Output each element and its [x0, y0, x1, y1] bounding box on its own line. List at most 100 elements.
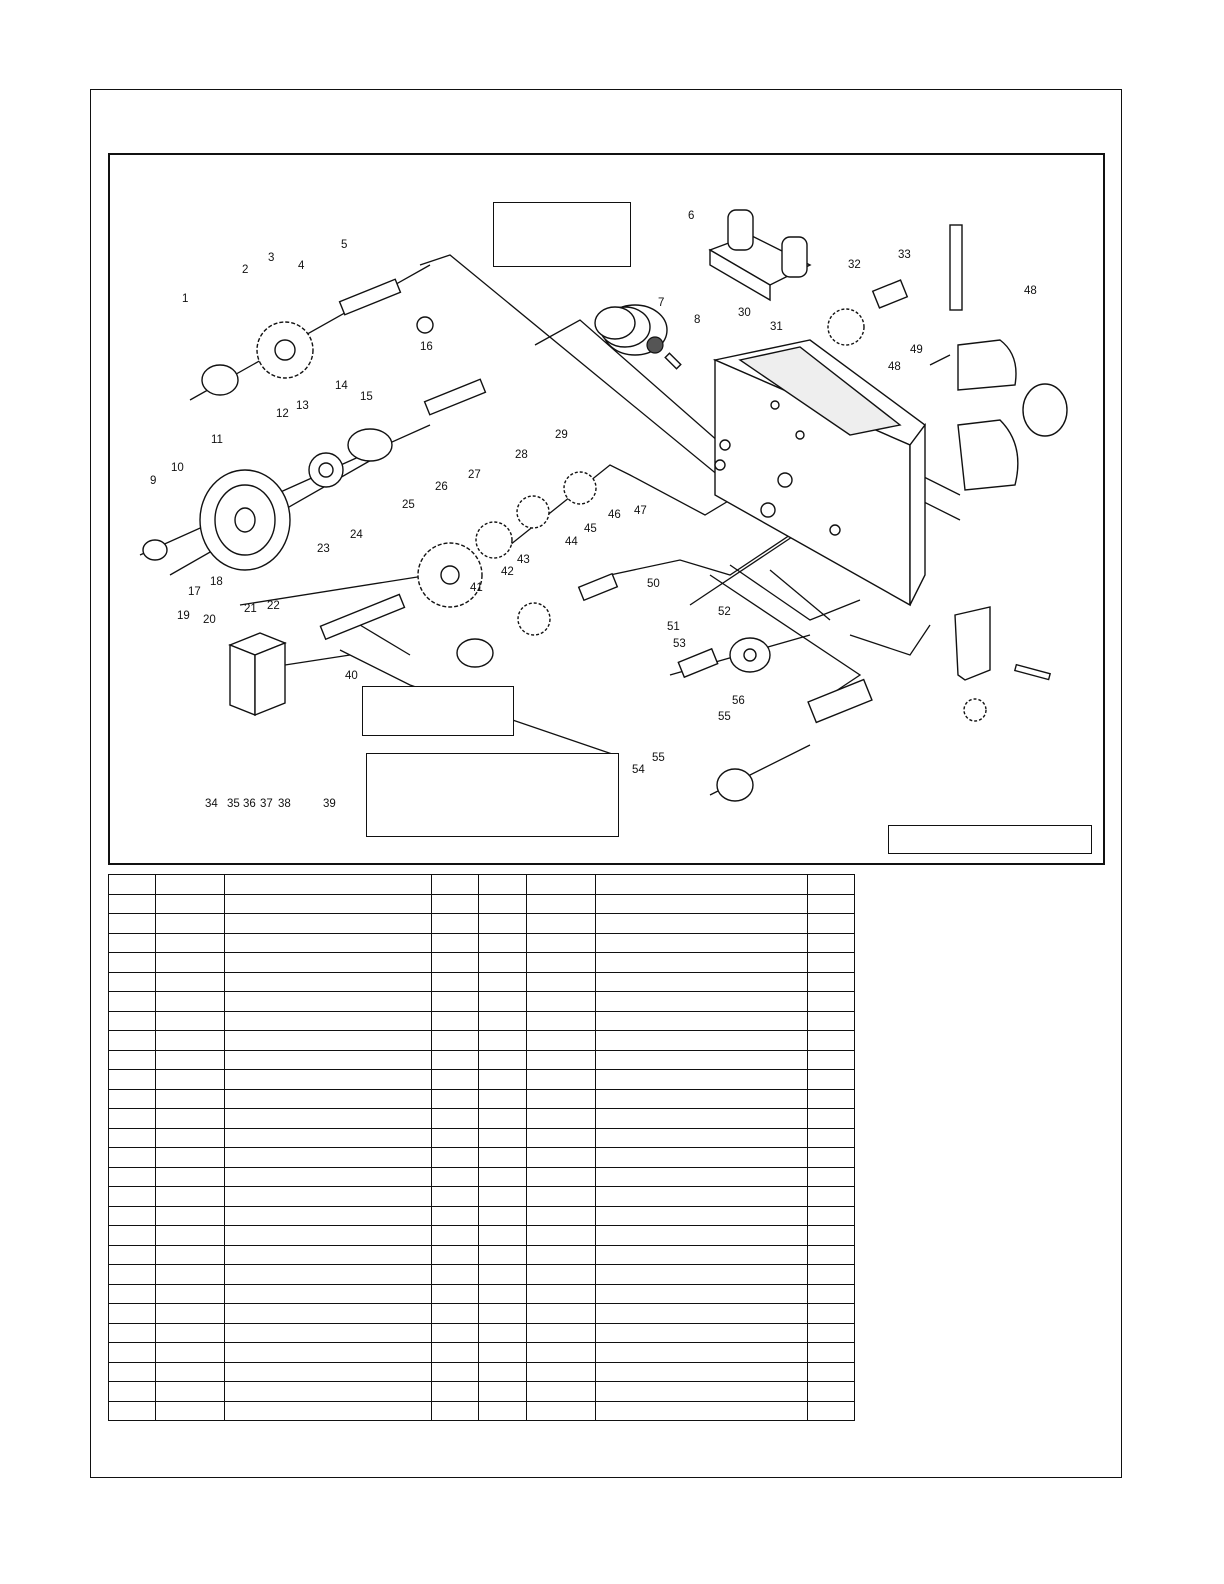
table-row	[108, 991, 855, 1012]
callout-box-bottom	[366, 753, 619, 837]
table-cell	[526, 1205, 596, 1226]
table-cell	[155, 1400, 225, 1421]
svg-text:9: 9	[150, 475, 156, 487]
svg-text:32: 32	[848, 259, 861, 271]
svg-text:46: 46	[608, 509, 621, 521]
svg-text:18: 18	[210, 576, 223, 588]
table-cell	[595, 1127, 808, 1148]
table-cell	[807, 913, 855, 934]
svg-text:56: 56	[732, 695, 745, 707]
table-cell	[595, 1361, 808, 1382]
table-cell	[224, 1342, 432, 1363]
table-cell	[526, 1244, 596, 1265]
hubs-knobs	[142, 316, 771, 802]
table-cell	[807, 893, 855, 914]
table-cell	[431, 952, 479, 973]
worm-gear	[594, 304, 668, 356]
svg-text:42: 42	[501, 566, 514, 578]
table-cell	[155, 1283, 225, 1304]
svg-text:29: 29	[555, 429, 568, 441]
right-parts	[949, 224, 1068, 722]
table-cell	[526, 1322, 596, 1343]
table-cell	[431, 1108, 479, 1129]
svg-text:43: 43	[517, 554, 530, 566]
svg-text:52: 52	[718, 606, 731, 618]
table-cell	[224, 1381, 432, 1402]
table-cell	[478, 932, 527, 953]
svg-text:37: 37	[260, 798, 273, 810]
table-cell	[807, 932, 855, 953]
svg-text:47: 47	[634, 505, 647, 517]
table-cell	[431, 971, 479, 992]
table-cell	[595, 932, 808, 953]
table-cell	[478, 1283, 527, 1304]
svg-text:3: 3	[268, 252, 274, 264]
svg-text:6: 6	[688, 210, 694, 222]
svg-text:17: 17	[188, 586, 201, 598]
table-cell	[155, 1381, 225, 1402]
table-cell	[431, 1147, 479, 1168]
table-cell	[478, 952, 527, 973]
shafts	[319, 278, 909, 724]
svg-text:23: 23	[317, 543, 330, 555]
table-cell	[595, 1147, 808, 1168]
table-cell	[431, 1244, 479, 1265]
table-cell	[431, 1186, 479, 1207]
table-cell	[478, 1381, 527, 1402]
table-cell	[526, 1303, 596, 1324]
table-cell	[108, 1244, 156, 1265]
table-cell	[478, 1205, 527, 1226]
table-cell	[155, 1166, 225, 1187]
table-cell	[108, 1166, 156, 1187]
table-cell	[155, 1361, 225, 1382]
table-row	[108, 874, 855, 895]
table-cell	[108, 932, 156, 953]
svg-text:54: 54	[632, 764, 645, 776]
table-cell	[431, 1361, 479, 1382]
table-cell	[108, 1127, 156, 1148]
table-cell	[595, 1069, 808, 1090]
table-cell	[108, 1147, 156, 1168]
table-cell	[807, 1108, 855, 1129]
table-cell	[108, 1186, 156, 1207]
table-row	[108, 971, 855, 992]
table-row	[108, 1303, 855, 1324]
table-row	[108, 1205, 855, 1226]
svg-text:28: 28	[515, 449, 528, 461]
table-cell	[478, 1264, 527, 1285]
table-cell	[595, 1264, 808, 1285]
table-row	[108, 1400, 855, 1421]
svg-text:44: 44	[565, 536, 578, 548]
table-cell	[431, 1069, 479, 1090]
table-cell	[431, 1322, 479, 1343]
svg-text:14: 14	[335, 380, 348, 392]
table-cell	[595, 991, 808, 1012]
table-cell	[807, 1205, 855, 1226]
table-cell	[155, 1147, 225, 1168]
table-row	[108, 1108, 855, 1129]
svg-text:30: 30	[738, 307, 751, 319]
table-cell	[431, 1010, 479, 1031]
table-cell	[478, 874, 527, 895]
table-cell	[526, 893, 596, 914]
table-cell	[431, 1225, 479, 1246]
svg-text:41: 41	[470, 582, 483, 594]
table-cell	[526, 913, 596, 934]
svg-text:35: 35	[227, 798, 240, 810]
table-row	[108, 1361, 855, 1382]
table-cell	[224, 1322, 432, 1343]
table-cell	[526, 1400, 596, 1421]
svg-text:48: 48	[888, 361, 901, 373]
table-row	[108, 1264, 855, 1285]
table-cell	[155, 1108, 225, 1129]
table-cell	[526, 1030, 596, 1051]
table-cell	[526, 1108, 596, 1129]
table-cell	[155, 913, 225, 934]
table-cell	[595, 1166, 808, 1187]
svg-text:11: 11	[211, 434, 223, 446]
parts-table-body	[108, 874, 855, 1421]
svg-text:48: 48	[1024, 285, 1037, 297]
table-cell	[155, 1322, 225, 1343]
table-cell	[478, 1108, 527, 1129]
svg-text:7: 7	[658, 297, 664, 309]
